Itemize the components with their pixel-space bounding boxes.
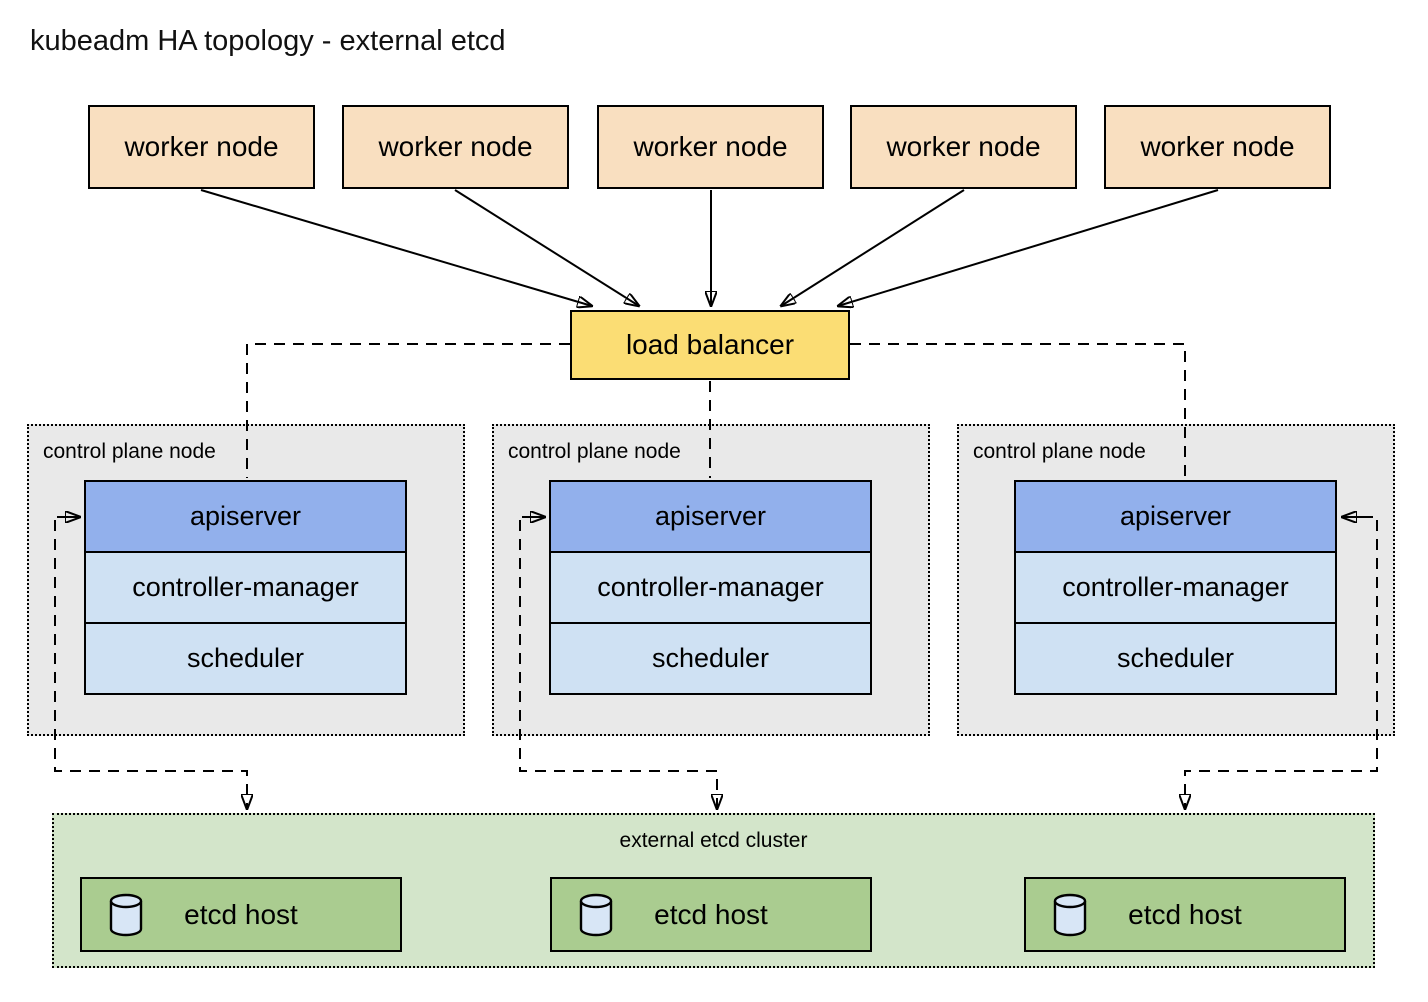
controller-manager-3: controller-manager: [1014, 551, 1337, 624]
worker-node-label: worker node: [378, 131, 533, 162]
worker-node-label: worker node: [124, 131, 279, 162]
worker-node-2: worker node: [342, 105, 569, 189]
control-plane-stack: apiserver controller-manager scheduler: [549, 480, 872, 695]
control-plane-node-label: control plane node: [43, 440, 216, 463]
apiserver-2: apiserver: [549, 480, 872, 553]
apiserver-1: apiserver: [84, 480, 407, 553]
worker-node-4: worker node: [850, 105, 1077, 189]
scheduler-2: scheduler: [549, 622, 872, 695]
worker-node-label: worker node: [1140, 131, 1295, 162]
etcd-host-label: etcd host: [1128, 898, 1242, 930]
control-plane-node-3: control plane node apiserver controller-…: [957, 424, 1395, 736]
control-plane-node-2: control plane node apiserver controller-…: [492, 424, 930, 736]
arrow-worker5-to-lb: [838, 189, 1219, 306]
controller-manager-2: controller-manager: [549, 551, 872, 624]
database-cylinder-icon: [109, 893, 143, 936]
controller-manager-1: controller-manager: [84, 551, 407, 624]
control-plane-stack: apiserver controller-manager scheduler: [84, 480, 407, 695]
control-plane-node-label: control plane node: [973, 440, 1146, 463]
control-plane-stack: apiserver controller-manager scheduler: [1014, 480, 1337, 695]
worker-node-5: worker node: [1104, 105, 1331, 189]
database-cylinder-icon: [1053, 893, 1087, 936]
control-plane-node-1: control plane node apiserver controller-…: [27, 424, 465, 736]
apiserver-3: apiserver: [1014, 480, 1337, 553]
load-balancer-label: load balancer: [625, 329, 795, 360]
arrow-worker4-to-lb: [781, 189, 965, 306]
database-cylinder-icon: [579, 893, 613, 936]
external-etcd-cluster-label: external etcd cluster: [619, 829, 808, 852]
arrow-worker1-to-lb: [200, 189, 592, 306]
external-etcd-cluster: external etcd cluster etcd host etcd hos…: [52, 813, 1375, 968]
arrow-worker2-to-lb: [454, 189, 639, 306]
etcd-host-3: etcd host: [1024, 877, 1346, 952]
scheduler-1: scheduler: [84, 622, 407, 695]
worker-node-3: worker node: [597, 105, 824, 189]
diagram-title: kubeadm HA topology - external etcd: [30, 25, 506, 57]
worker-node-1: worker node: [88, 105, 315, 189]
load-balancer: load balancer: [570, 310, 850, 380]
scheduler-3: scheduler: [1014, 622, 1337, 695]
etcd-host-1: etcd host: [80, 877, 402, 952]
etcd-host-2: etcd host: [550, 877, 872, 952]
control-plane-node-label: control plane node: [508, 440, 681, 463]
etcd-host-label: etcd host: [654, 898, 768, 930]
worker-node-label: worker node: [633, 131, 788, 162]
worker-node-label: worker node: [886, 131, 1041, 162]
etcd-host-label: etcd host: [184, 898, 298, 930]
